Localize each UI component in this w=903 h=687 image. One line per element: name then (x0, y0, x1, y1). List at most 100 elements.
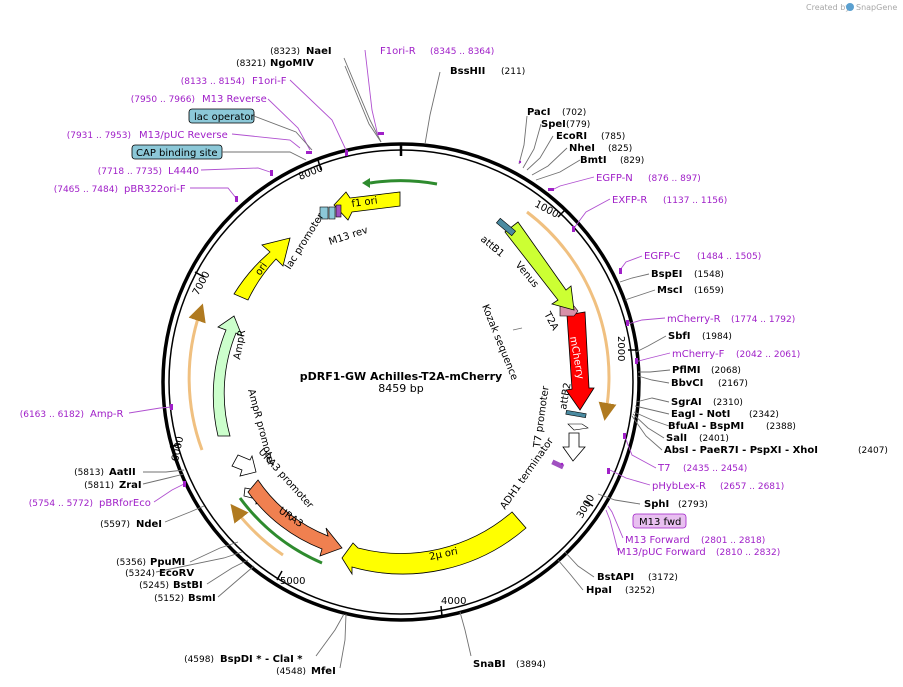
enzyme-spei[interactable]: SpeI (541, 119, 566, 130)
enzyme-pos-bfuai: (2388) (766, 422, 796, 432)
primer-mcherry-f[interactable]: mCherry-F (672, 349, 725, 360)
primer-l4440[interactable]: L4440 (168, 166, 199, 177)
enzyme-sbfi[interactable]: SbfI (668, 331, 690, 342)
enzyme-pos-naei: (8323) (270, 47, 300, 57)
primer-m13-puc-reverse[interactable]: M13/pUC Reverse (139, 130, 228, 141)
adh1-marker (551, 459, 565, 470)
enzyme-paci[interactable]: PacI (527, 107, 550, 118)
enzyme-sali[interactable]: SalI (666, 433, 687, 444)
feature-mcherry[interactable] (565, 311, 595, 411)
enzyme-bsmi[interactable]: BsmI (188, 593, 216, 604)
primer-m13-forward[interactable]: M13 Forward (625, 535, 690, 546)
enzyme-pos-msci: (1659) (694, 286, 724, 296)
enzyme-pos-bstapi: (3172) (648, 573, 678, 583)
tick-2000: 2000 (615, 336, 626, 361)
primer-mcherry-r[interactable]: mCherry-R (667, 314, 721, 325)
primer-pos-t7: (2435 .. 2454) (683, 464, 747, 474)
enzyme-eagi[interactable]: EagI - NotI (671, 409, 730, 420)
feature-2mu-ori[interactable] (341, 511, 527, 576)
enzyme-pos-sali: (2401) (699, 434, 729, 444)
plasmid-length: 8459 bp (378, 382, 423, 395)
feature-attb2[interactable] (565, 409, 587, 419)
enzyme-msci[interactable]: MscI (657, 285, 683, 296)
leader-dots (518, 160, 564, 466)
enzyme-pos-bsshii: (211) (501, 67, 525, 77)
enzyme-aatii[interactable]: AatII (109, 467, 136, 478)
m13-fwd-box[interactable] (632, 513, 687, 529)
enzyme-absi[interactable]: AbsI - PaeR7I - PspXI - XhoI (664, 445, 818, 456)
enzyme-ngomiv[interactable]: NgoMIV (270, 58, 314, 69)
enzyme-bmti[interactable]: BmtI (580, 155, 607, 166)
primer-t7[interactable]: T7 (657, 463, 670, 474)
enzyme-pos-spei: (779) (566, 120, 590, 130)
primer-leaders (128, 49, 671, 552)
primer-egfp-n[interactable]: EGFP-N (596, 173, 633, 184)
enzyme-pos-snabi: (3894) (516, 660, 546, 670)
primer-f1ori-f[interactable]: F1ori-F (252, 76, 287, 87)
feature-attb1[interactable] (495, 217, 517, 237)
enzyme-zrai[interactable]: ZraI (119, 480, 142, 491)
enzyme-ppumi[interactable]: PpuMI (150, 557, 185, 568)
enzyme-pos-bstbi: (5245) (139, 581, 169, 591)
enzyme-pos-zrai: (5811) (84, 481, 114, 491)
watermark-brand: SnapGene (856, 3, 897, 12)
primer-egfp-c[interactable]: EGFP-C (644, 251, 680, 262)
enzyme-pos-bspdi: (4598) (184, 655, 214, 665)
enzyme-bspdi[interactable]: BspDI * - ClaI * (220, 654, 303, 665)
enzyme-pos-sphi: (2793) (678, 500, 708, 510)
cap-site-leader (222, 151, 307, 161)
feature-ura3[interactable] (247, 479, 343, 557)
enzyme-ndei[interactable]: NdeI (136, 519, 162, 530)
primer-pos-egfp-n: (876 .. 897) (648, 174, 701, 184)
cap-site-label: CAP binding site (136, 148, 218, 159)
primer-m13-reverse[interactable]: M13 Reverse (202, 94, 267, 105)
label-attb1: attB1 (478, 234, 506, 260)
feature-venus[interactable] (504, 221, 575, 311)
primer-pos-pbr322ori-f: (7465 .. 7484) (54, 185, 118, 195)
tick-3000: 3000 (575, 493, 597, 521)
enzyme-sgrai[interactable]: SgrAI (671, 397, 702, 408)
primer-f1ori-r[interactable]: F1ori-R (380, 46, 416, 57)
primer-pos-f1ori-f: (8133 .. 8154) (181, 77, 245, 87)
primer-pos-mcherry-f: (2042 .. 2061) (736, 350, 800, 360)
kb-ticks (169, 159, 638, 617)
primer-exfp-r[interactable]: EXFP-R (612, 195, 647, 206)
feature-ori[interactable] (233, 237, 291, 301)
enzyme-pflmi[interactable]: PflMI (672, 365, 700, 376)
primer-amp-r[interactable]: Amp-R (90, 409, 124, 420)
enzyme-snabi[interactable]: SnaBI (473, 659, 505, 670)
primer-m13-puc-forward[interactable]: M13/pUC Forward (617, 547, 706, 558)
tick-6000: 6000 (170, 435, 186, 462)
enzyme-mfei[interactable]: MfeI (311, 666, 336, 677)
m13-fwd-label: M13 fwd (639, 517, 681, 528)
enzyme-ecori[interactable]: EcoRI (556, 131, 587, 142)
primer-pos-m13-puc-forward: (2810 .. 2832) (716, 548, 780, 558)
primer-pbr322ori-f[interactable]: pBR322ori-F (124, 184, 186, 195)
enzyme-bfuai[interactable]: BfuAI - BspMI (668, 421, 744, 432)
feature-t7-promoter[interactable] (562, 432, 586, 462)
lac-operator-label: lac operator (194, 112, 255, 123)
enzyme-naei[interactable]: NaeI (306, 46, 332, 57)
primer-pos-phyblex-r: (2657 .. 2681) (720, 482, 784, 492)
green-arcs (238, 178, 438, 565)
lac-box-2 (328, 206, 336, 220)
enzyme-pos-bsmi: (5152) (154, 594, 184, 604)
feature-ampr-promoter[interactable] (231, 454, 257, 477)
enzyme-bbvci[interactable]: BbvCI (671, 378, 703, 389)
enzyme-sphi[interactable]: SphI (644, 499, 669, 510)
enzyme-nhei[interactable]: NheI (569, 143, 595, 154)
enzyme-bstbi[interactable]: BstBI (173, 580, 203, 591)
primer-pbrforeco[interactable]: pBRforEco (99, 498, 151, 509)
enzyme-hpai[interactable]: HpaI (586, 585, 612, 596)
enzyme-pos-ndei: (5597) (100, 520, 130, 530)
enzyme-pos-paci: (702) (562, 108, 586, 118)
feature-ampr[interactable] (212, 315, 243, 437)
enzyme-ecorv[interactable]: EcoRV (159, 568, 194, 579)
enzyme-bsshii[interactable]: BssHII (450, 66, 485, 77)
enzyme-bspei[interactable]: BspEI (651, 269, 682, 280)
enzyme-pos-nhei: (825) (608, 144, 632, 154)
enzyme-bstapi[interactable]: BstAPI (597, 572, 634, 583)
primer-pos-m13-reverse: (7950 .. 7966) (131, 95, 195, 105)
primer-phyblex-r[interactable]: pHybLex-R (652, 481, 706, 492)
